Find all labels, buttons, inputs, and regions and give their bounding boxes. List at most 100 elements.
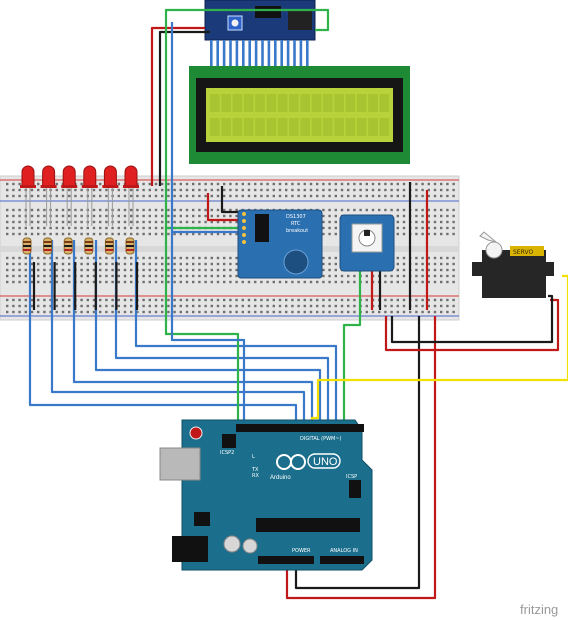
breadboard-hole xyxy=(254,182,257,186)
breadboard-hole xyxy=(161,280,164,284)
breadboard-hole xyxy=(148,220,151,224)
breadboard-hole xyxy=(68,220,71,224)
lcd-char-cell xyxy=(356,94,367,112)
breadboard-hole xyxy=(154,280,158,284)
breadboard-hole xyxy=(18,298,21,302)
resistor-band xyxy=(105,249,114,251)
breadboard-hole xyxy=(278,188,282,192)
breadboard-hole xyxy=(241,194,244,198)
breadboard-hole xyxy=(74,194,77,198)
breadboard-hole xyxy=(210,262,213,266)
breadboard-hole xyxy=(68,232,71,236)
breadboard-hole xyxy=(173,188,176,192)
breadboard-hole xyxy=(452,220,455,224)
lcd-char-cell xyxy=(266,118,277,136)
breadboard-hole xyxy=(396,208,399,212)
breadboard-hole xyxy=(37,280,40,284)
breadboard-hole xyxy=(92,214,96,218)
breadboard-hole xyxy=(198,274,201,278)
breadboard-hole xyxy=(440,304,443,308)
breadboard-hole xyxy=(179,214,182,218)
breadboard-hole xyxy=(61,232,65,236)
breadboard-hole xyxy=(12,280,15,284)
breadboard-hole xyxy=(24,262,27,266)
breadboard-hole xyxy=(142,182,145,186)
breadboard-hole xyxy=(446,298,449,302)
lcd-pin xyxy=(267,40,271,68)
breadboard-hole xyxy=(204,262,207,266)
wire-blue-led1 xyxy=(28,240,298,430)
lcd-char-cell xyxy=(323,118,333,136)
breadboard-hole xyxy=(365,298,368,302)
breadboard-hole xyxy=(111,304,114,308)
breadboard-hole xyxy=(43,232,46,236)
breadboard-hole xyxy=(148,188,151,192)
led xyxy=(103,165,117,187)
breadboard-hole xyxy=(365,208,368,212)
breadboard-hole xyxy=(74,220,77,224)
led xyxy=(62,165,76,187)
breadboard-hole xyxy=(161,226,164,230)
breadboard-hole xyxy=(30,274,34,278)
breadboard-hole xyxy=(130,268,133,272)
breadboard-hole xyxy=(173,274,176,278)
breadboard-hole xyxy=(148,280,151,284)
breadboard-hole xyxy=(99,310,102,314)
breadboard-hole xyxy=(384,188,387,192)
breadboard-hole xyxy=(161,232,164,236)
breadboard-hole xyxy=(223,194,226,198)
breadboard-hole xyxy=(142,310,145,314)
breadboard-hole xyxy=(402,304,406,308)
breadboard-hole xyxy=(384,274,387,278)
wire-blue-rtc-arduino xyxy=(170,232,246,430)
breadboard-hole xyxy=(415,188,418,192)
breadboard-hole xyxy=(254,310,257,314)
breadboard-hole xyxy=(99,262,102,266)
wire-blue-led2 xyxy=(50,240,306,430)
breadboard-hole xyxy=(12,194,15,198)
breadboard-hole xyxy=(154,182,158,186)
breadboard-hole xyxy=(247,194,251,198)
breadboard-hole xyxy=(30,280,34,284)
breadboard-hole xyxy=(427,298,430,302)
breadboard-hole xyxy=(291,298,294,302)
breadboard-hole xyxy=(86,298,89,302)
lcd-pin xyxy=(286,40,290,68)
breadboard-hole xyxy=(161,194,164,198)
lcd-char-cell xyxy=(255,118,265,136)
breadboard-hole xyxy=(204,310,207,314)
lcd-char-cell xyxy=(277,94,288,112)
breadboard-hole xyxy=(216,188,220,192)
breadboard-hole xyxy=(43,220,46,224)
breadboard-hole xyxy=(99,274,102,278)
breadboard-hole xyxy=(334,194,337,198)
lcd-char-cell xyxy=(221,94,231,112)
breadboard-hole xyxy=(18,262,21,266)
breadboard-hole xyxy=(173,268,176,272)
breadboard-hole xyxy=(260,194,263,198)
breadboard-hole xyxy=(260,304,263,308)
breadboard-hole xyxy=(49,274,52,278)
breadboard-hole xyxy=(185,262,189,266)
breadboard-hole xyxy=(303,188,306,192)
breadboard-hole xyxy=(130,220,133,224)
wire-red-backpack-vcc xyxy=(150,26,205,186)
breadboard-hole xyxy=(285,188,288,192)
breadboard-hole xyxy=(192,220,195,224)
breadboard-hole xyxy=(55,310,58,314)
breadboard-hole xyxy=(235,298,238,302)
breadboard-hole xyxy=(12,304,15,308)
breadboard-hole xyxy=(402,226,406,230)
breadboard-hole xyxy=(192,304,195,308)
breadboard-hole xyxy=(43,188,46,192)
breadboard-hole xyxy=(440,194,443,198)
breadboard-hole xyxy=(161,310,164,314)
breadboard-hole xyxy=(61,280,65,284)
reset-button xyxy=(189,426,203,440)
breadboard-hole xyxy=(61,268,65,272)
lcd-char-cell xyxy=(345,118,356,136)
breadboard-hole xyxy=(49,310,52,314)
breadboard-hole xyxy=(254,298,257,302)
wire-red-arduino-5v xyxy=(285,316,437,600)
breadboard-hole xyxy=(18,220,21,224)
